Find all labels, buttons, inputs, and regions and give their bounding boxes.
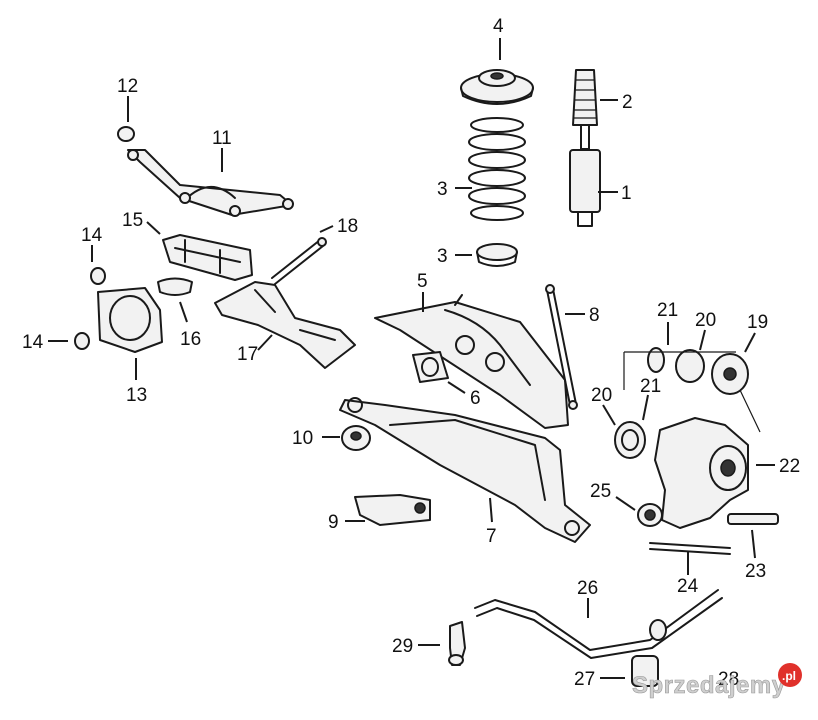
callout-13: 13 (126, 385, 147, 406)
bracket-9 (354, 494, 431, 526)
mounting-bracket-15 (162, 234, 253, 281)
callout-20-upper: 20 (695, 310, 716, 331)
callout-21-upper: 21 (657, 300, 678, 321)
callout-20-lower: 20 (591, 385, 612, 406)
callout-27: 27 (574, 669, 595, 690)
callout-24: 24 (677, 576, 699, 597)
callout-3-upper: 3 (437, 179, 448, 200)
callout-9: 9 (328, 512, 339, 533)
bushing-25 (637, 503, 663, 527)
tie-rod (271, 237, 327, 285)
callout-2: 2 (622, 92, 633, 113)
stabilizer-bar (474, 589, 723, 659)
knuckle (654, 417, 749, 529)
mount-plate (97, 287, 163, 353)
watermark-suffix: .pl (782, 669, 796, 683)
callout-5: 5 (417, 271, 428, 292)
hub-assembly (623, 347, 761, 433)
callout-21-lower: 21 (640, 376, 661, 397)
callout-28: 28 (718, 669, 739, 690)
callout-22: 22 (779, 456, 800, 477)
stabilizer-bushing (631, 655, 659, 687)
callout-16: 16 (180, 329, 201, 350)
lower-cradle (339, 397, 591, 543)
callout-26: 26 (577, 578, 598, 599)
bushing-12 (117, 126, 135, 142)
callout-12: 12 (117, 76, 138, 97)
callout-25: 25 (590, 481, 611, 502)
callout-15: 15 (122, 210, 143, 231)
callout-29: 29 (392, 636, 413, 657)
callout-4: 4 (493, 16, 504, 37)
shock-dust-boot (572, 69, 598, 150)
callout-numbers: 4 2 3 3 1 12 11 15 14 16 18 17 14 13 5 6… (22, 16, 800, 690)
watermark: Sprzedajemy .pl (632, 663, 802, 699)
watermark-text: Sprzedajemy (632, 672, 786, 699)
bushing-14-lower (74, 332, 90, 350)
callout-14-lower: 14 (22, 332, 44, 353)
bushing-14-upper (90, 267, 106, 285)
stabilizer-link (448, 621, 466, 666)
gasket-plate (412, 351, 449, 383)
pin-23 (727, 513, 779, 525)
callout-leaders (48, 38, 775, 679)
bushing-16 (157, 277, 193, 296)
callout-18: 18 (337, 216, 358, 237)
callout-17: 17 (237, 344, 258, 365)
callout-19: 19 (747, 312, 768, 333)
callout-1: 1 (621, 183, 632, 204)
callout-11: 11 (212, 128, 232, 149)
coil-spring (468, 117, 526, 221)
spring-lower-seat (476, 243, 518, 267)
wheel-bearing (614, 421, 646, 459)
bolt-24 (649, 542, 731, 555)
watermark-badge (778, 663, 802, 687)
spring-upper-mount (460, 69, 534, 105)
upper-control-arm (127, 149, 294, 217)
subframe-crossmember (374, 294, 569, 429)
bushing-10 (341, 425, 371, 451)
callout-6: 6 (470, 388, 481, 409)
callout-10: 10 (292, 428, 313, 449)
callout-23: 23 (745, 561, 766, 582)
shock-absorber (569, 149, 601, 227)
callout-7: 7 (486, 526, 497, 547)
callout-8: 8 (589, 305, 600, 326)
callout-3-lower: 3 (437, 246, 448, 267)
callout-14-upper: 14 (81, 225, 103, 246)
trailing-arm (214, 281, 356, 369)
link-rod (545, 284, 578, 410)
